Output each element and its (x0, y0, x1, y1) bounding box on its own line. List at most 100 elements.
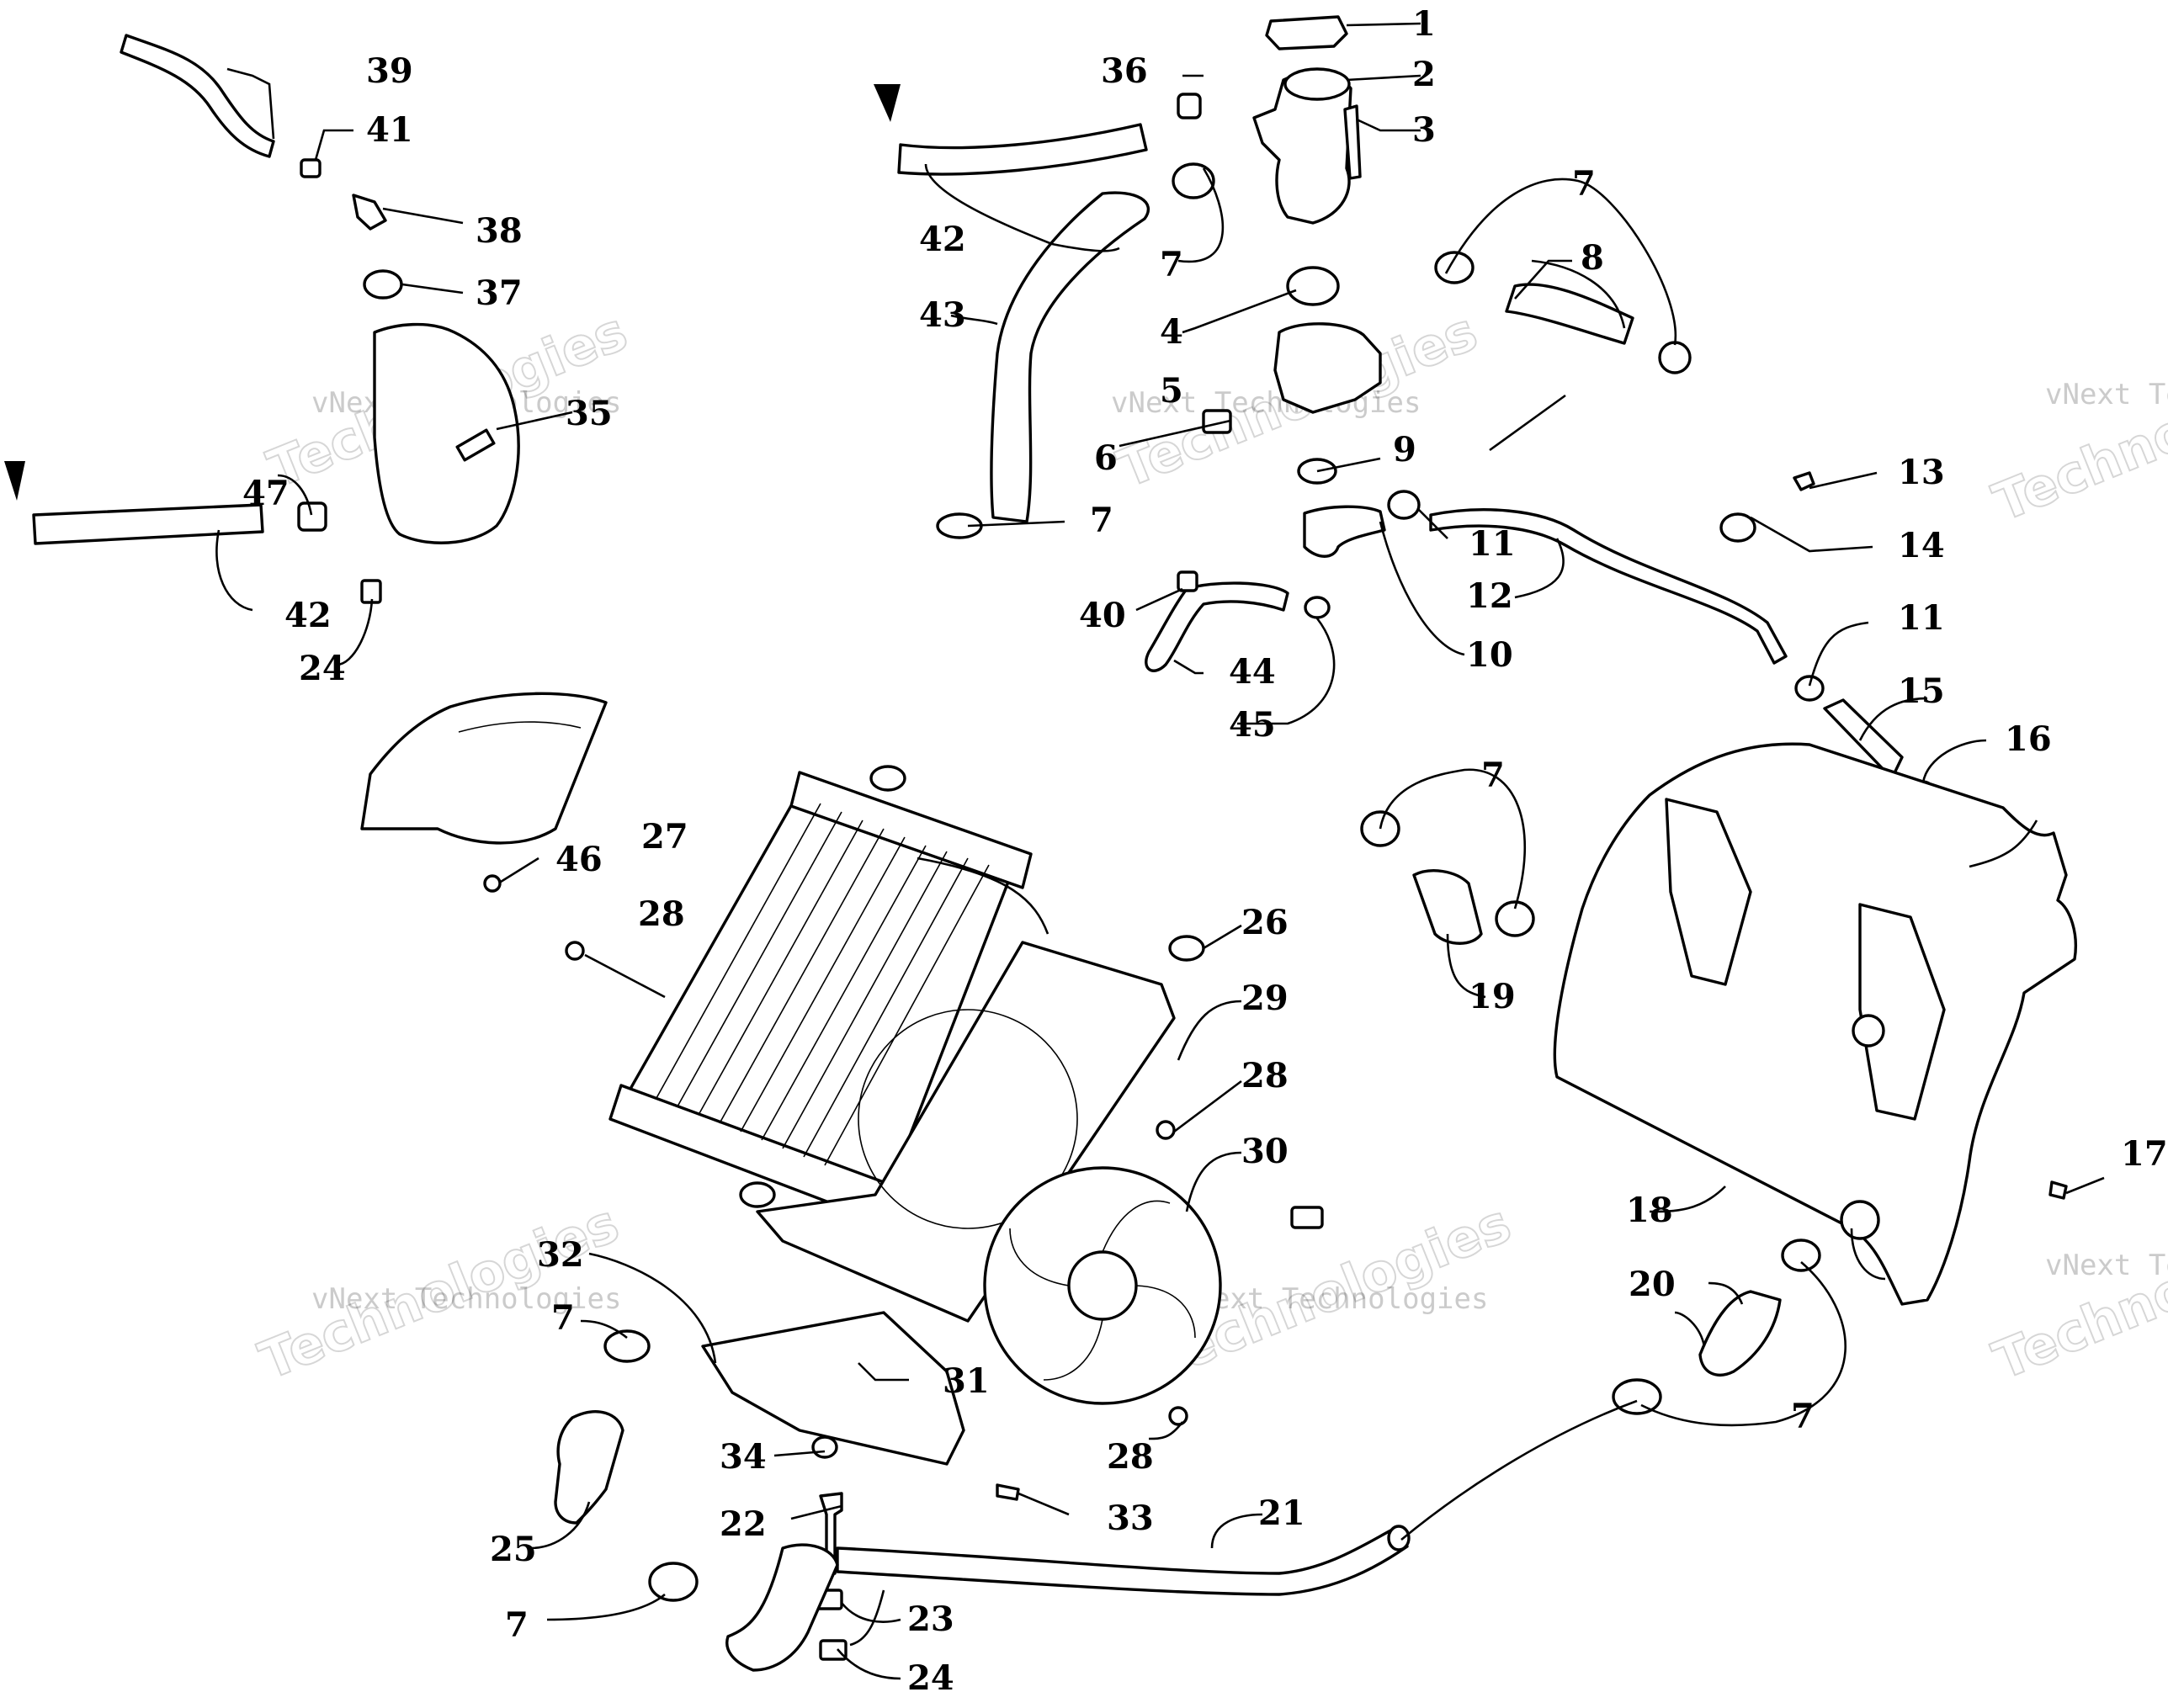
callout-7: 7 (1481, 756, 1505, 795)
hose (1823, 698, 1904, 780)
callout-1: 1 (1412, 4, 1436, 44)
callout-27: 27 (641, 817, 688, 857)
callout-24: 24 (907, 1658, 954, 1698)
hose-clamp (1387, 490, 1421, 520)
screw (483, 874, 502, 893)
parts (4, 15, 2077, 1672)
clamp (297, 501, 327, 532)
overflow-hose (120, 34, 275, 158)
fan-connector (1290, 1206, 1324, 1229)
callout-38: 38 (476, 211, 523, 251)
callout-17: 17 (2121, 1134, 2168, 1174)
bypass-hose (1145, 581, 1289, 672)
callout-21: 21 (1258, 1493, 1305, 1533)
hose-clamp (1658, 341, 1692, 374)
shroud-opening (858, 1009, 1078, 1229)
callout-29: 29 (1241, 979, 1289, 1018)
callout-24: 24 (299, 649, 346, 688)
heat-exchanger-bracket (1858, 903, 1946, 1121)
radiator-inlet (869, 765, 906, 792)
filler-neck-opening (1283, 67, 1351, 101)
leader-lines (215, 22, 2105, 1680)
callout-43: 43 (919, 295, 966, 335)
spacer (1177, 93, 1202, 119)
tube-end (1387, 1525, 1411, 1552)
callout-26: 26 (1241, 903, 1289, 942)
fan-blades (1009, 1200, 1196, 1381)
clamp (1719, 512, 1756, 543)
callout-28: 28 (1107, 1437, 1154, 1477)
coupler-hose (1412, 869, 1483, 945)
callout-11: 11 (1898, 598, 1945, 638)
hose-clamp (1304, 596, 1331, 619)
hose-clamp (1495, 900, 1535, 937)
callout-7: 7 (505, 1605, 529, 1645)
elbow-hose (1303, 505, 1386, 558)
callout-7: 7 (1791, 1397, 1815, 1436)
elbow-hose (554, 1410, 624, 1525)
callout-20: 20 (1629, 1265, 1676, 1304)
callout-8: 8 (1581, 238, 1604, 278)
thermostat-housing (1273, 322, 1382, 414)
hose-clamp (1612, 1378, 1662, 1415)
callout-31: 31 (943, 1361, 990, 1401)
callout-7: 7 (1090, 501, 1113, 540)
fitting (352, 194, 387, 231)
heat-exchanger-port (1852, 1014, 1885, 1048)
radiator-cap (1265, 15, 1348, 50)
callout-3: 3 (1412, 110, 1436, 150)
callout-13: 13 (1898, 453, 1945, 492)
reservoir-label (455, 428, 496, 462)
callout-44: 44 (1229, 652, 1276, 692)
screw (565, 941, 585, 961)
callout-9: 9 (1393, 430, 1416, 469)
flow-arrow-icon (874, 84, 901, 122)
watermark-text: vNext Tec (2045, 378, 2168, 411)
callout-7: 7 (1160, 245, 1183, 284)
fitting (1177, 570, 1198, 592)
elbow-hose (725, 1543, 839, 1672)
callout-36: 36 (1101, 51, 1148, 91)
fan-shroud (756, 941, 1176, 1323)
coolant-tube (1429, 508, 1788, 665)
thermostat (1286, 266, 1340, 306)
callout-15: 15 (1898, 671, 1945, 711)
bracket-slot (458, 721, 582, 733)
hose-clamp (648, 1562, 699, 1602)
watermark-text: Techno (1985, 400, 2168, 533)
screw (1156, 1120, 1176, 1140)
lower-panel (701, 1311, 965, 1466)
callout-4: 4 (1160, 312, 1183, 352)
callout-numbers: 1 2 3 4 5 6 7 7 7 7 7 7 7 8 9 10 11 11 1… (242, 4, 2168, 1698)
callout-32: 32 (537, 1235, 584, 1275)
callout-37: 37 (476, 273, 523, 313)
hose-clamp (1794, 675, 1825, 702)
radiator-top-tank (789, 771, 1033, 889)
callout-7: 7 (551, 1298, 575, 1338)
heat-exchanger-bracket (1665, 798, 1752, 986)
callout-14: 14 (1898, 526, 1945, 565)
hose (1505, 283, 1634, 345)
radiator-hose (990, 191, 1150, 523)
hose-clamp (1781, 1239, 1821, 1272)
hose (32, 503, 264, 545)
callout-30: 30 (1241, 1132, 1289, 1171)
callout-34: 34 (720, 1437, 767, 1477)
callout-23: 23 (907, 1599, 954, 1639)
grommet (1168, 935, 1205, 962)
radiator-core-fins (656, 803, 990, 1166)
callout-46: 46 (555, 840, 603, 879)
callout-42: 42 (919, 220, 966, 259)
watermark-text: vNext Technologies (1178, 1282, 1488, 1316)
bolt (1343, 104, 1362, 180)
flow-arrow-icon (4, 461, 25, 501)
fan-hub (1067, 1250, 1138, 1321)
callout-33: 33 (1107, 1498, 1154, 1538)
hose (897, 123, 1148, 176)
callout-25: 25 (490, 1530, 537, 1569)
callout-28: 28 (1241, 1056, 1289, 1095)
callout-12: 12 (1466, 576, 1513, 616)
screw (996, 1483, 1020, 1501)
radiator-outlet (739, 1181, 776, 1208)
